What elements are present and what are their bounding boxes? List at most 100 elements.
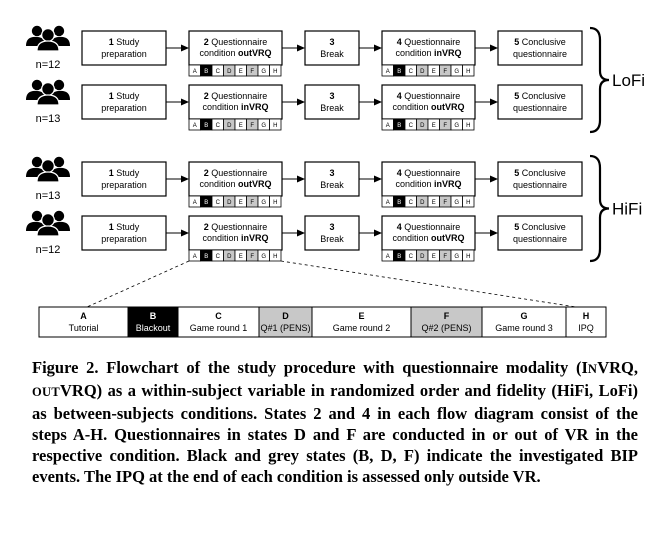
step-cell-b: B xyxy=(200,249,213,262)
group-lofi: LoFi xyxy=(589,26,645,134)
box-questionnaire-2 xyxy=(381,215,476,251)
step-letter: H xyxy=(273,254,277,260)
step-cell-g: G xyxy=(450,195,463,208)
step-cell-b: B xyxy=(393,195,406,208)
box-label: condition outVRQ xyxy=(199,48,271,58)
step-cell-e: E xyxy=(234,249,247,262)
step-cell-g: G xyxy=(257,249,270,262)
strip-letter: E xyxy=(358,311,364,321)
step-cell-e: E xyxy=(427,249,440,262)
box-questionnaire-1 xyxy=(188,161,283,197)
strip-label: Game round 3 xyxy=(495,323,553,333)
participant-count: n=12 xyxy=(36,244,61,256)
step-cell-b: B xyxy=(200,64,213,77)
step-cell-a: A xyxy=(188,195,201,208)
step-cell-g: G xyxy=(257,118,270,131)
box-label: 1 Study xyxy=(109,222,140,232)
step-letter: D xyxy=(420,69,425,75)
step-letter: F xyxy=(443,254,447,260)
strip-label: IPQ xyxy=(578,323,594,333)
step-letter: B xyxy=(397,200,401,206)
step-cell-f: F xyxy=(439,249,452,262)
caption-line: and grey states (B, D, F) indicate the i… xyxy=(32,446,638,486)
caption-line: at the end of each condition is assessed… xyxy=(149,467,541,486)
caption-line: in each flow diagram consist of the step… xyxy=(32,404,638,444)
step-cell-g: G xyxy=(450,64,463,77)
step-cell-b: B xyxy=(393,64,406,77)
strip-letter: F xyxy=(444,311,450,321)
box-conclusive-questionnaire xyxy=(497,215,583,251)
brace xyxy=(589,26,610,134)
step-cell-c: C xyxy=(211,195,224,208)
box-label: 1 Study xyxy=(109,37,140,47)
step-cell-e: E xyxy=(427,118,440,131)
step-letter: F xyxy=(250,254,254,260)
step-letter: A xyxy=(386,200,390,206)
step-cell-b: B xyxy=(200,118,213,131)
step-letter: G xyxy=(454,69,459,75)
box-study-preparation xyxy=(81,215,167,251)
box-label: condition inVRQ xyxy=(202,233,268,243)
step-cell-a: A xyxy=(381,249,394,262)
box-break xyxy=(304,215,360,251)
strip-step-d: DQ#1 (PENS) xyxy=(258,306,313,338)
box-label: 2 Questionnaire xyxy=(204,91,268,101)
box-label: 5 Conclusive xyxy=(514,91,566,101)
step-cell-d: D xyxy=(416,249,429,262)
box-label: 3 xyxy=(329,222,334,232)
step-letter: B xyxy=(204,123,208,129)
step-cell-c: C xyxy=(211,64,224,77)
step-letter: D xyxy=(227,69,232,75)
box-label: 1 Study xyxy=(109,168,140,178)
strip-letter: D xyxy=(282,311,289,321)
step-cell-a: A xyxy=(381,64,394,77)
step-letter: C xyxy=(216,69,221,75)
participants-icon xyxy=(26,156,70,183)
strip-label: Game round 1 xyxy=(190,323,248,333)
box-label: condition inVRQ xyxy=(395,48,461,58)
box-label: 3 xyxy=(329,37,334,47)
box-label: 5 Conclusive xyxy=(514,37,566,47)
step-cell-e: E xyxy=(234,195,247,208)
step-letter: A xyxy=(386,123,390,129)
step-cell-d: D xyxy=(416,64,429,77)
step-cell-h: H xyxy=(269,64,282,77)
step-letter: H xyxy=(466,69,470,75)
strip-label: Game round 2 xyxy=(333,323,391,333)
participant-count: n=13 xyxy=(36,190,61,202)
strip-step-e: E Game round 2 xyxy=(311,306,412,338)
step-cell-a: A xyxy=(381,118,394,131)
step-letter: B xyxy=(397,123,401,129)
box-break xyxy=(304,161,360,197)
box-label: 4 Questionnaire xyxy=(397,168,461,178)
step-letter: A xyxy=(193,123,197,129)
box-label: questionnaire xyxy=(513,49,567,59)
group-label: HiFi xyxy=(612,200,642,219)
participant-count: n=12 xyxy=(36,59,61,71)
step-letter: A xyxy=(193,200,197,206)
box-label: condition inVRQ xyxy=(202,102,268,112)
strip-label: Tutorial xyxy=(69,323,99,333)
step-letter: D xyxy=(227,200,232,206)
strip-label: Blackout xyxy=(136,323,171,333)
box-label: preparation xyxy=(101,180,147,190)
step-cell-c: C xyxy=(404,64,417,77)
box-study-preparation xyxy=(81,161,167,197)
box-study-preparation xyxy=(81,30,167,66)
box-label: 2 Questionnaire xyxy=(204,168,268,178)
figure-caption: Figure 2. Flowchart of the study procedu… xyxy=(32,357,638,487)
strip-label: Q#2 (PENS) xyxy=(421,323,471,333)
group-label: LoFi xyxy=(612,71,645,90)
box-label: questionnaire xyxy=(513,234,567,244)
step-letter: G xyxy=(261,123,266,129)
